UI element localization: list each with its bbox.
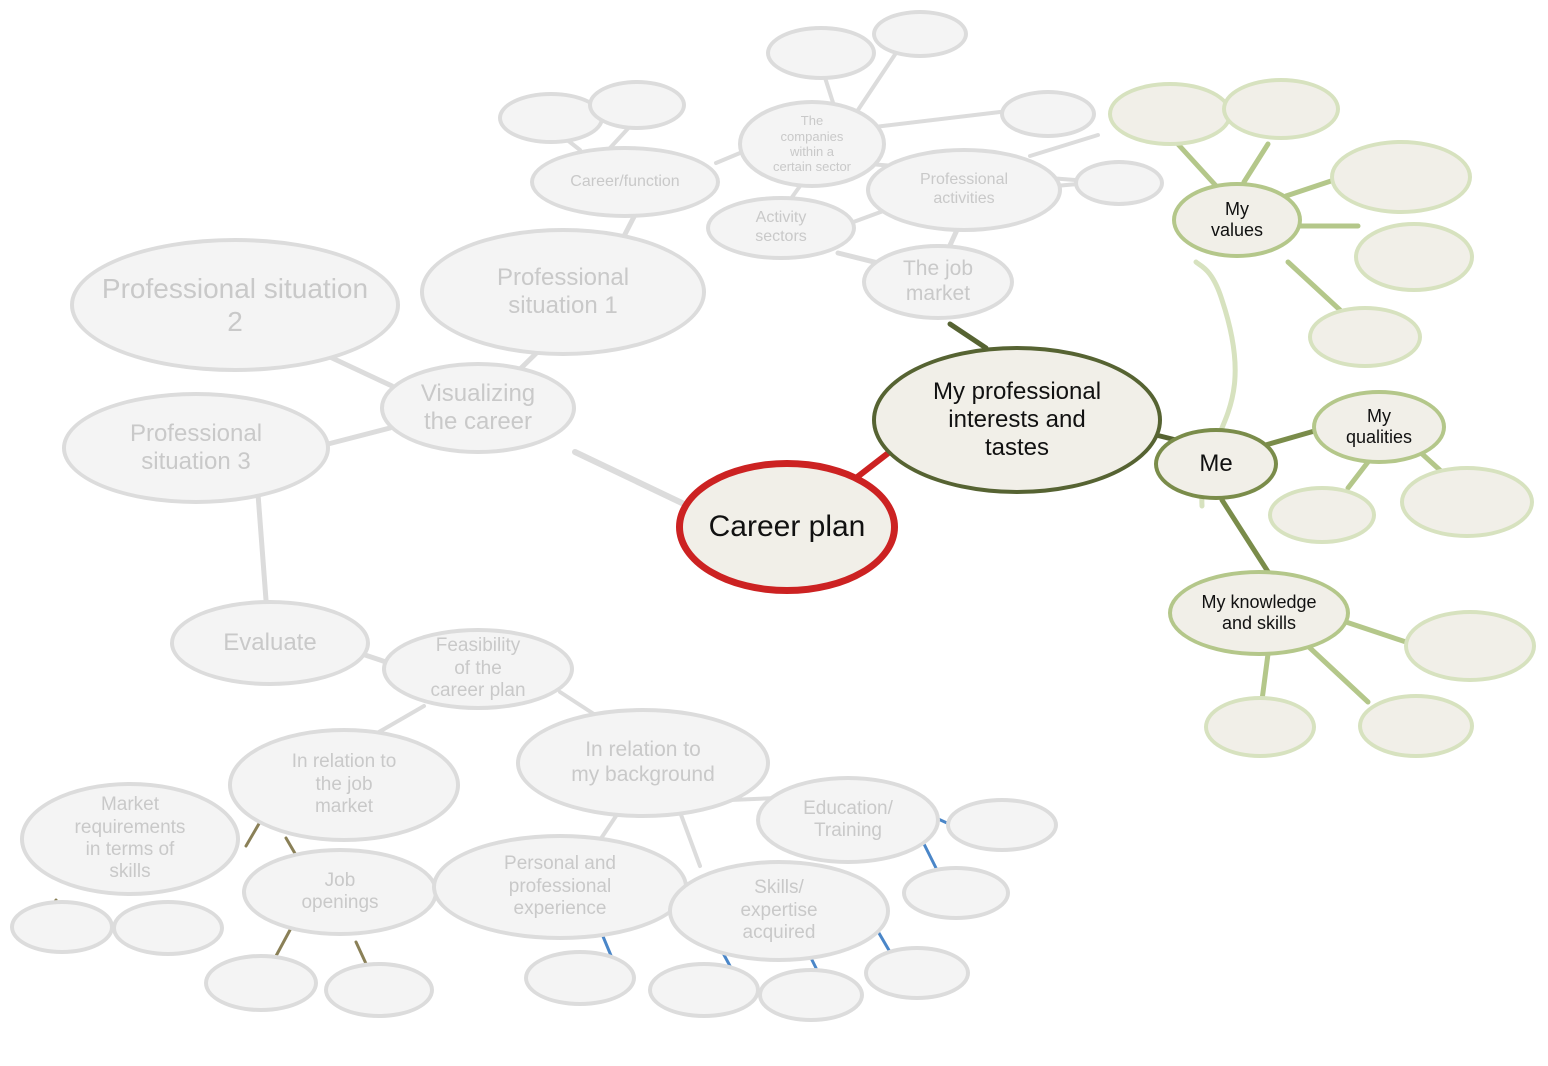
empty-green-node (1268, 486, 1376, 544)
empty-green-node (1330, 140, 1472, 214)
node-my-values[interactable]: My values (1172, 182, 1302, 258)
empty-node (648, 962, 760, 1018)
empty-green-node (1400, 466, 1534, 538)
node-skills-expertise-acquired[interactable]: Skills/ expertise acquired (668, 860, 890, 962)
node-my-knowledge-and-skills[interactable]: My knowledge and skills (1168, 570, 1350, 656)
node-visualizing-the-career[interactable]: Visualizing the career (380, 362, 576, 454)
empty-green-node (1404, 610, 1536, 682)
node-professional-situation-3[interactable]: Professional situation 3 (62, 392, 330, 504)
node-education-training[interactable]: Education/ Training (756, 776, 940, 864)
empty-green-node (1358, 694, 1474, 758)
node-activity-sectors[interactable]: Activity sectors (706, 196, 856, 260)
empty-node (112, 900, 224, 956)
node-my-qualities[interactable]: My qualities (1312, 390, 1446, 464)
node-evaluate[interactable]: Evaluate (170, 600, 370, 686)
node-personal-professional-experience[interactable]: Personal and professional experience (432, 834, 688, 940)
empty-node (524, 950, 636, 1006)
empty-node (1000, 90, 1096, 138)
node-professional-activities[interactable]: Professional activities (866, 148, 1062, 232)
node-career-function[interactable]: Career/function (530, 146, 720, 218)
node-companies-within-sector[interactable]: The companies within a certain sector (738, 100, 886, 188)
node-market-requirements[interactable]: Market requirements in terms of skills (20, 782, 240, 896)
empty-green-node (1204, 696, 1316, 758)
node-the-job-market[interactable]: The job market (862, 244, 1014, 320)
empty-node (946, 798, 1058, 852)
node-job-openings[interactable]: Job openings (242, 848, 438, 936)
empty-node (758, 968, 864, 1022)
empty-node (902, 866, 1010, 920)
node-my-professional-interests-and-tastes[interactable]: My professional interests and tastes (872, 346, 1162, 494)
node-me[interactable]: Me (1154, 428, 1278, 500)
empty-node (324, 962, 434, 1018)
node-in-relation-to-job-market[interactable]: In relation to the job market (228, 728, 460, 842)
node-professional-situation-1[interactable]: Professional situation 1 (420, 228, 706, 356)
empty-green-node (1354, 222, 1474, 292)
empty-green-node (1308, 306, 1422, 368)
node-professional-situation-2[interactable]: Professional situation 2 (70, 238, 400, 372)
node-career-plan[interactable]: Career plan (676, 460, 898, 594)
empty-green-node (1108, 82, 1232, 146)
empty-green-node (1222, 78, 1340, 140)
empty-node (1074, 160, 1164, 206)
empty-node (588, 80, 686, 130)
empty-node (204, 954, 318, 1012)
empty-node (872, 10, 968, 58)
empty-node (10, 900, 114, 954)
node-feasibility-of-career-plan[interactable]: Feasibility of the career plan (382, 628, 574, 710)
empty-node (864, 946, 970, 1000)
node-in-relation-to-my-background[interactable]: In relation to my background (516, 708, 770, 818)
empty-node (766, 26, 876, 80)
